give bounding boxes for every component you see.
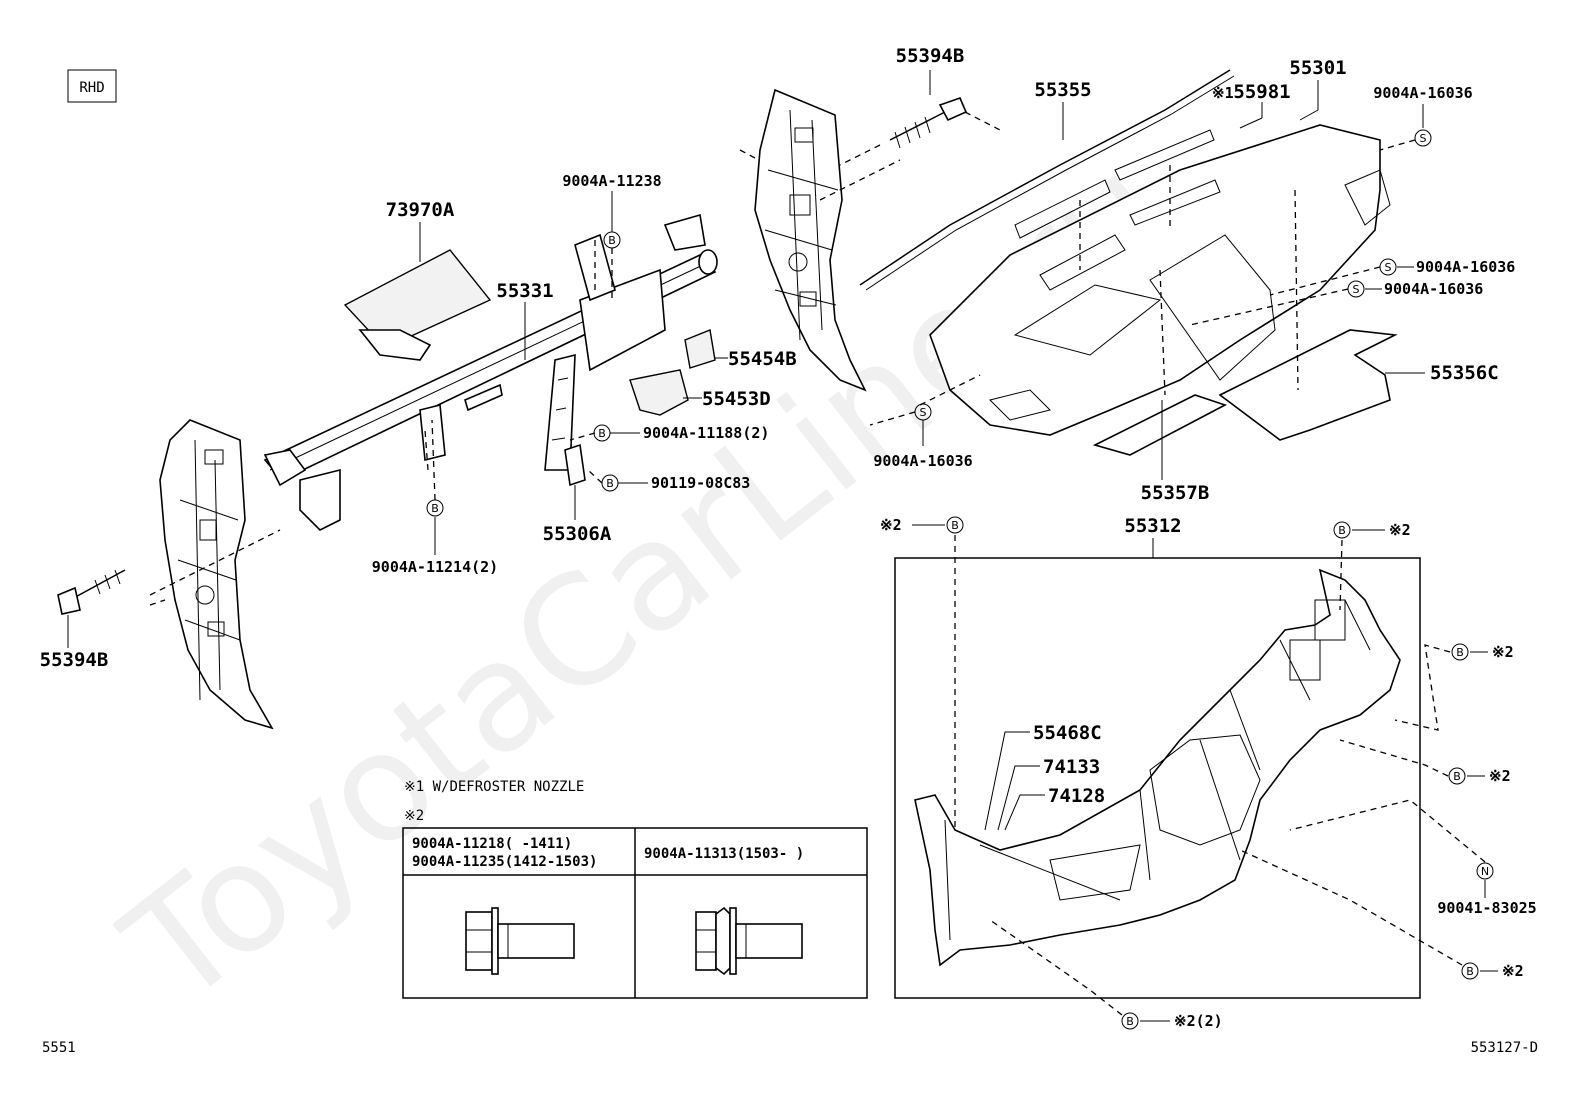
right-side-bracket bbox=[754, 88, 867, 392]
label-9004A-11238: 9004A-11238 bbox=[562, 172, 661, 190]
svg-text:B: B bbox=[1126, 1015, 1134, 1028]
label-9004A-11188: 9004A-11188(2) bbox=[643, 424, 769, 442]
pad-55356C bbox=[1218, 329, 1398, 441]
bolt-55394B-bottom bbox=[57, 569, 126, 615]
footer-right: 553127-D bbox=[1471, 1040, 1538, 1056]
label-9004A-16036-top: 9004A-16036 bbox=[1373, 84, 1472, 102]
label-mark2-left: ※2 bbox=[880, 516, 902, 534]
molding-55355 bbox=[859, 69, 1231, 286]
label-55306A: 55306A bbox=[543, 523, 612, 545]
rhd-box bbox=[67, 69, 117, 103]
label-9004A-16036-mid1: 9004A-16036 bbox=[1416, 258, 1515, 276]
svg-text:B: B bbox=[606, 477, 614, 490]
airbag-module bbox=[343, 249, 492, 361]
bolt-washer-icon bbox=[695, 906, 803, 976]
label-9004A-16036-left: 9004A-16036 bbox=[873, 452, 972, 470]
label-74133: 74133 bbox=[1043, 756, 1100, 778]
svg-text:B: B bbox=[1453, 770, 1461, 783]
bolt-55394B-top bbox=[889, 96, 968, 149]
label-9004A-11214: 9004A-11214(2) bbox=[372, 558, 498, 576]
label-90119-08C83: 90119-08C83 bbox=[651, 474, 750, 492]
label-mark2-right2: ※2 bbox=[1489, 767, 1511, 785]
duct-55454B bbox=[684, 329, 716, 369]
label-55981: 55981 bbox=[1233, 81, 1290, 103]
table-c1-row2: 9004A-11235(1412-1503) bbox=[412, 854, 597, 870]
svg-text:B: B bbox=[1466, 965, 1474, 978]
table-c2-row1: 9004A-11313(1503- ) bbox=[644, 846, 804, 862]
svg-text:B: B bbox=[608, 234, 616, 247]
label-mark2-top-right: ※2 bbox=[1389, 521, 1411, 539]
label-55394B-bottom: 55394B bbox=[40, 649, 109, 671]
svg-text:B: B bbox=[1456, 646, 1464, 659]
svg-text:B: B bbox=[431, 502, 439, 515]
bolt-flange-icon bbox=[465, 907, 575, 975]
label-55301: 55301 bbox=[1289, 57, 1346, 79]
svg-text:S: S bbox=[1385, 261, 1392, 274]
label-55357B: 55357B bbox=[1141, 482, 1210, 504]
label-55468C: 55468C bbox=[1033, 722, 1102, 744]
rhd-label: RHD bbox=[79, 80, 104, 96]
label-55331: 55331 bbox=[496, 280, 553, 302]
svg-text:S: S bbox=[1420, 132, 1427, 145]
label-55394B-top: 55394B bbox=[896, 45, 965, 67]
instrument-panel bbox=[929, 124, 1391, 436]
label-mark1: ※1 bbox=[1212, 84, 1234, 102]
note-2: ※2 bbox=[404, 808, 424, 824]
label-74128: 74128 bbox=[1048, 785, 1105, 807]
label-55356C: 55356C bbox=[1430, 362, 1499, 384]
footer-left: 5551 bbox=[42, 1040, 76, 1056]
lower-panel bbox=[914, 568, 1401, 967]
svg-text:N: N bbox=[1481, 865, 1489, 878]
label-55355: 55355 bbox=[1034, 79, 1091, 101]
table-c1-row1: 9004A-11218( -1411) bbox=[412, 836, 572, 852]
part-labels: 55394B 55355 ※1 55981 55301 9004A-16036 … bbox=[40, 45, 1537, 1030]
label-mark2-right1: ※2 bbox=[1492, 643, 1514, 661]
note-1: ※1 W/DEFROSTER NOZZLE bbox=[404, 779, 584, 795]
label-mark2-bottom: ※2(2) bbox=[1174, 1012, 1223, 1030]
svg-text:B: B bbox=[598, 427, 606, 440]
fastener-table: 9004A-11218( -1411) 9004A-11235(1412-150… bbox=[402, 827, 868, 999]
bracket-55306A bbox=[564, 443, 586, 487]
duct-55453D bbox=[629, 369, 689, 416]
left-side-bracket bbox=[159, 419, 274, 730]
leader-lines bbox=[67, 70, 1498, 1022]
svg-text:B: B bbox=[951, 519, 959, 532]
svg-text:S: S bbox=[920, 406, 927, 419]
label-73970A: 73970A bbox=[386, 199, 455, 221]
label-mark2-right3: ※2 bbox=[1502, 962, 1524, 980]
label-55453D: 55453D bbox=[702, 388, 771, 410]
lower-panel-box bbox=[894, 557, 1421, 999]
label-9004A-16036-mid2: 9004A-16036 bbox=[1384, 280, 1483, 298]
label-55454B: 55454B bbox=[728, 348, 797, 370]
svg-text:S: S bbox=[1353, 283, 1360, 296]
label-90041-83025: 90041-83025 bbox=[1437, 899, 1536, 917]
svg-text:B: B bbox=[1338, 524, 1346, 537]
label-55312: 55312 bbox=[1124, 515, 1181, 537]
cross-car-beam bbox=[263, 213, 718, 531]
circle-symbols: S S S S B B B B B B B B N B B bbox=[426, 129, 1494, 1030]
